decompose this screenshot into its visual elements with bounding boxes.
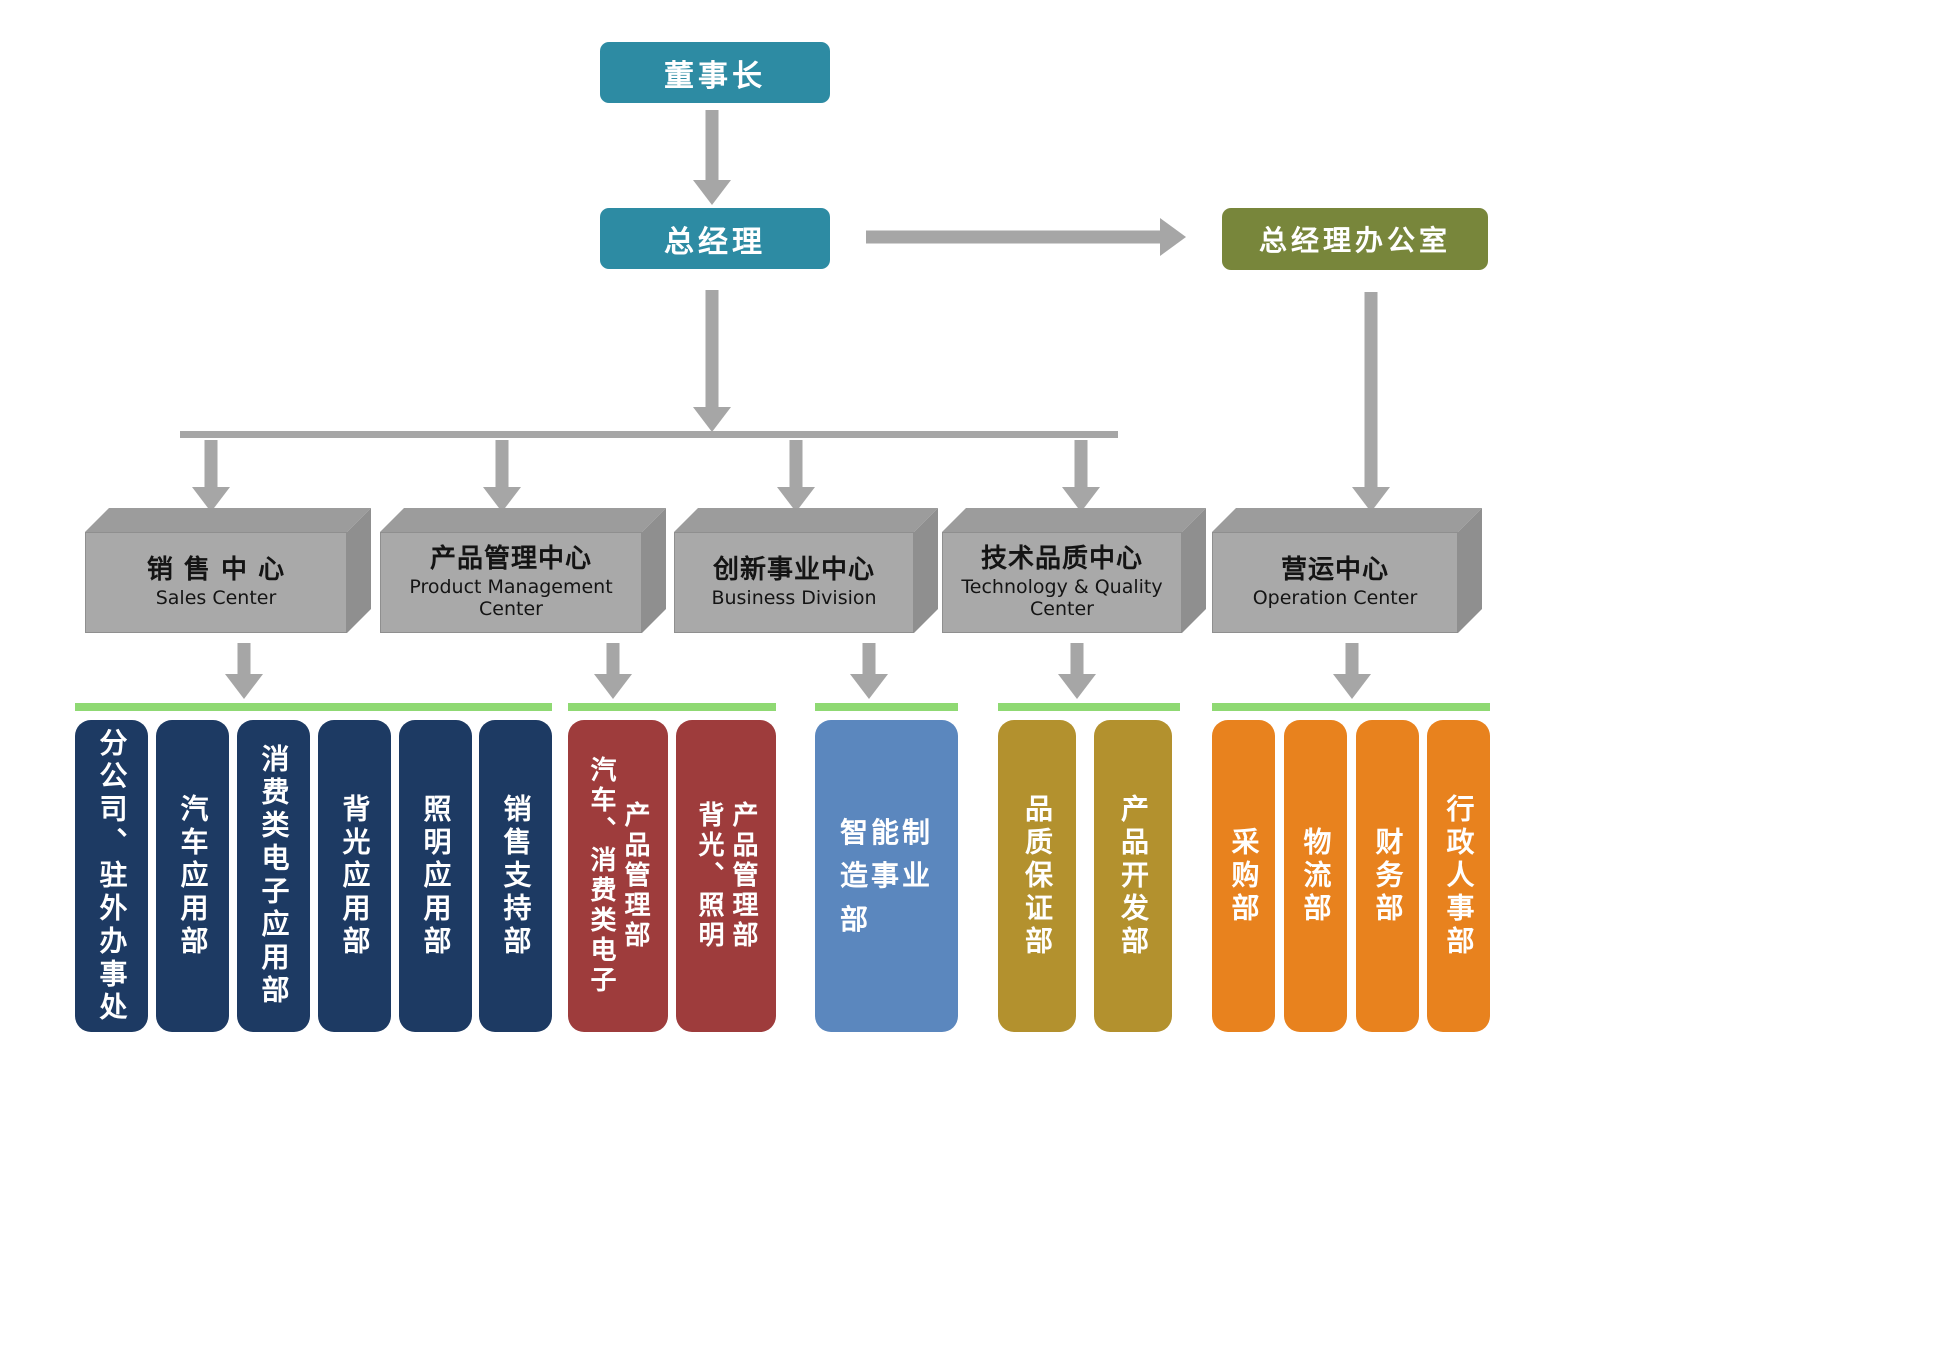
dept-label: 销售支持部 [499, 793, 533, 959]
cube-right-face [1458, 508, 1482, 633]
cube-front-face: 营运中心 Operation Center [1212, 532, 1458, 633]
cube-front-face: 销 售 中 心 Sales Center [85, 532, 347, 633]
center-subtitle: Operation Center [1252, 587, 1418, 610]
dept-lighting-application: 照明应用部 [399, 720, 472, 1032]
dept-backlight-application: 背光应用部 [318, 720, 391, 1032]
dept-label: 消费类电子应用部 [257, 744, 291, 1008]
cube-top-face [674, 508, 938, 532]
dept-consumer-electronics-application: 消费类电子应用部 [237, 720, 310, 1032]
center-title: 销 售 中 心 [146, 554, 286, 585]
dept-finance: 财务部 [1356, 720, 1419, 1032]
arrow-product-to-depts [594, 643, 632, 699]
dept-label: 汽车应用部 [176, 793, 210, 959]
dept-sales-support: 销售支持部 [479, 720, 552, 1032]
dept-branch-offices: 分公司、驻外办事处 [75, 720, 148, 1032]
dept-admin-hr: 行政人事部 [1427, 720, 1490, 1032]
arrow-office-to-operation [1352, 292, 1390, 512]
dept-label: 物流部 [1299, 826, 1333, 926]
center-subtitle: Business Division [711, 587, 877, 610]
cube-right-face [1182, 508, 1206, 633]
dept-label-col2: 产品管理部 [728, 801, 758, 951]
dept-label-line2: 造事业 [839, 859, 933, 893]
cube-right-face [642, 508, 666, 633]
dept-label-col1: 背光、照明 [694, 801, 724, 951]
center-business-division: 创新事业中心 Business Division [674, 508, 938, 633]
dept-label: 品质保证部 [1021, 793, 1054, 959]
center-product-management: 产品管理中心 Product Management Center [380, 508, 666, 633]
cube-front-face: 技术品质中心 Technology & Quality Center [942, 532, 1182, 633]
center-subtitle: Product Management Center [409, 576, 613, 621]
center-subtitle: Sales Center [155, 587, 277, 610]
arrow-to-product-center [483, 440, 521, 512]
dept-backlight-lighting-product-management: 背光、照明 产品管理部 [676, 720, 776, 1032]
dept-label-line3: 部 [839, 902, 871, 936]
cube-front-face: 创新事业中心 Business Division [674, 532, 914, 633]
dept-automotive-application: 汽车应用部 [156, 720, 229, 1032]
arrow-to-business-center [777, 440, 815, 512]
arrow-chairman-to-gm [693, 110, 731, 205]
cube-top-face [380, 508, 666, 532]
dept-label: 分公司、驻外办事处 [95, 727, 129, 1025]
cube-right-face [914, 508, 938, 633]
center-title: 产品管理中心 [429, 544, 592, 575]
dept-purchasing: 采购部 [1212, 720, 1275, 1032]
group-bar-operation [1212, 703, 1490, 711]
dept-label: 背光应用部 [338, 793, 372, 959]
group-bar-sales [75, 703, 552, 711]
dept-label: 行政人事部 [1442, 793, 1476, 959]
arrow-gm-to-office [866, 218, 1186, 256]
group-bar-business-division [815, 703, 958, 711]
arrow-to-quality-center [1062, 440, 1100, 512]
chairman-label: 董事长 [664, 58, 766, 94]
arrow-operation-to-depts [1333, 643, 1371, 699]
cube-front-face: 产品管理中心 Product Management Center [380, 532, 642, 633]
center-operation: 营运中心 Operation Center [1212, 508, 1482, 633]
arrow-gm-down [693, 290, 731, 432]
dept-label-col1: 汽车、消费类电子 [586, 756, 616, 996]
dept-label: 照明应用部 [419, 793, 453, 959]
dept-auto-consumer-product-management: 汽车、消费类电子 产品管理部 [568, 720, 668, 1032]
center-title: 技术品质中心 [980, 544, 1143, 575]
connector-line [180, 431, 1118, 438]
arrow-to-sales-center [192, 440, 230, 512]
arrow-sales-to-depts [225, 643, 263, 699]
dept-label: 财务部 [1371, 826, 1405, 926]
center-title: 创新事业中心 [712, 554, 875, 585]
dept-logistics: 物流部 [1284, 720, 1347, 1032]
dept-label: 产品开发部 [1117, 793, 1150, 959]
cube-top-face [85, 508, 371, 532]
group-bar-technology-quality [998, 703, 1180, 711]
cube-top-face [1212, 508, 1482, 532]
center-subtitle: Technology & Quality Center [961, 576, 1163, 621]
gm-office-box: 总经理办公室 [1222, 208, 1488, 270]
general-manager-label: 总经理 [664, 224, 766, 260]
dept-label-col2: 产品管理部 [620, 801, 650, 951]
dept-intelligent-manufacturing: 智能制 造事业 部 [815, 720, 958, 1032]
arrow-quality-to-depts [1058, 643, 1096, 699]
dept-product-development: 产品开发部 [1094, 720, 1172, 1032]
general-manager-box: 总经理 [600, 208, 830, 269]
arrow-business-to-depts [850, 643, 888, 699]
gm-office-label: 总经理办公室 [1258, 224, 1451, 257]
center-sales: 销 售 中 心 Sales Center [85, 508, 371, 633]
dept-label: 采购部 [1227, 826, 1261, 926]
dept-label-line1: 智能制 [839, 815, 933, 849]
dept-quality-assurance: 品质保证部 [998, 720, 1076, 1032]
cube-right-face [347, 508, 371, 633]
group-bar-product-management [568, 703, 776, 711]
center-title: 营运中心 [1280, 554, 1389, 585]
dept-label: 智能制 造事业 部 [840, 811, 933, 941]
cube-top-face [942, 508, 1206, 532]
center-technology-quality: 技术品质中心 Technology & Quality Center [942, 508, 1206, 633]
chairman-box: 董事长 [600, 42, 830, 103]
